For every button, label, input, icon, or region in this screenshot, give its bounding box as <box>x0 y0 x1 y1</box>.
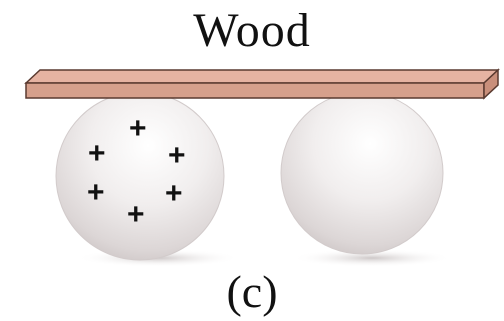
wood-label: Wood <box>193 4 311 57</box>
right-sphere-shadow <box>292 249 452 267</box>
plus-charge-upper-left: + <box>88 137 106 170</box>
plus-charge-lower-right: + <box>165 177 183 210</box>
plus-charge-upper-right: + <box>168 139 186 172</box>
plus-charge-top: + <box>129 112 147 145</box>
figure-caption: (c) <box>226 266 278 317</box>
charge-ring: + + + + + + <box>87 112 186 231</box>
right-sphere <box>280 91 444 255</box>
plus-charge-lower-left: + <box>87 176 105 209</box>
wood-plank <box>24 68 500 100</box>
plus-charge-bottom: + <box>127 198 145 231</box>
